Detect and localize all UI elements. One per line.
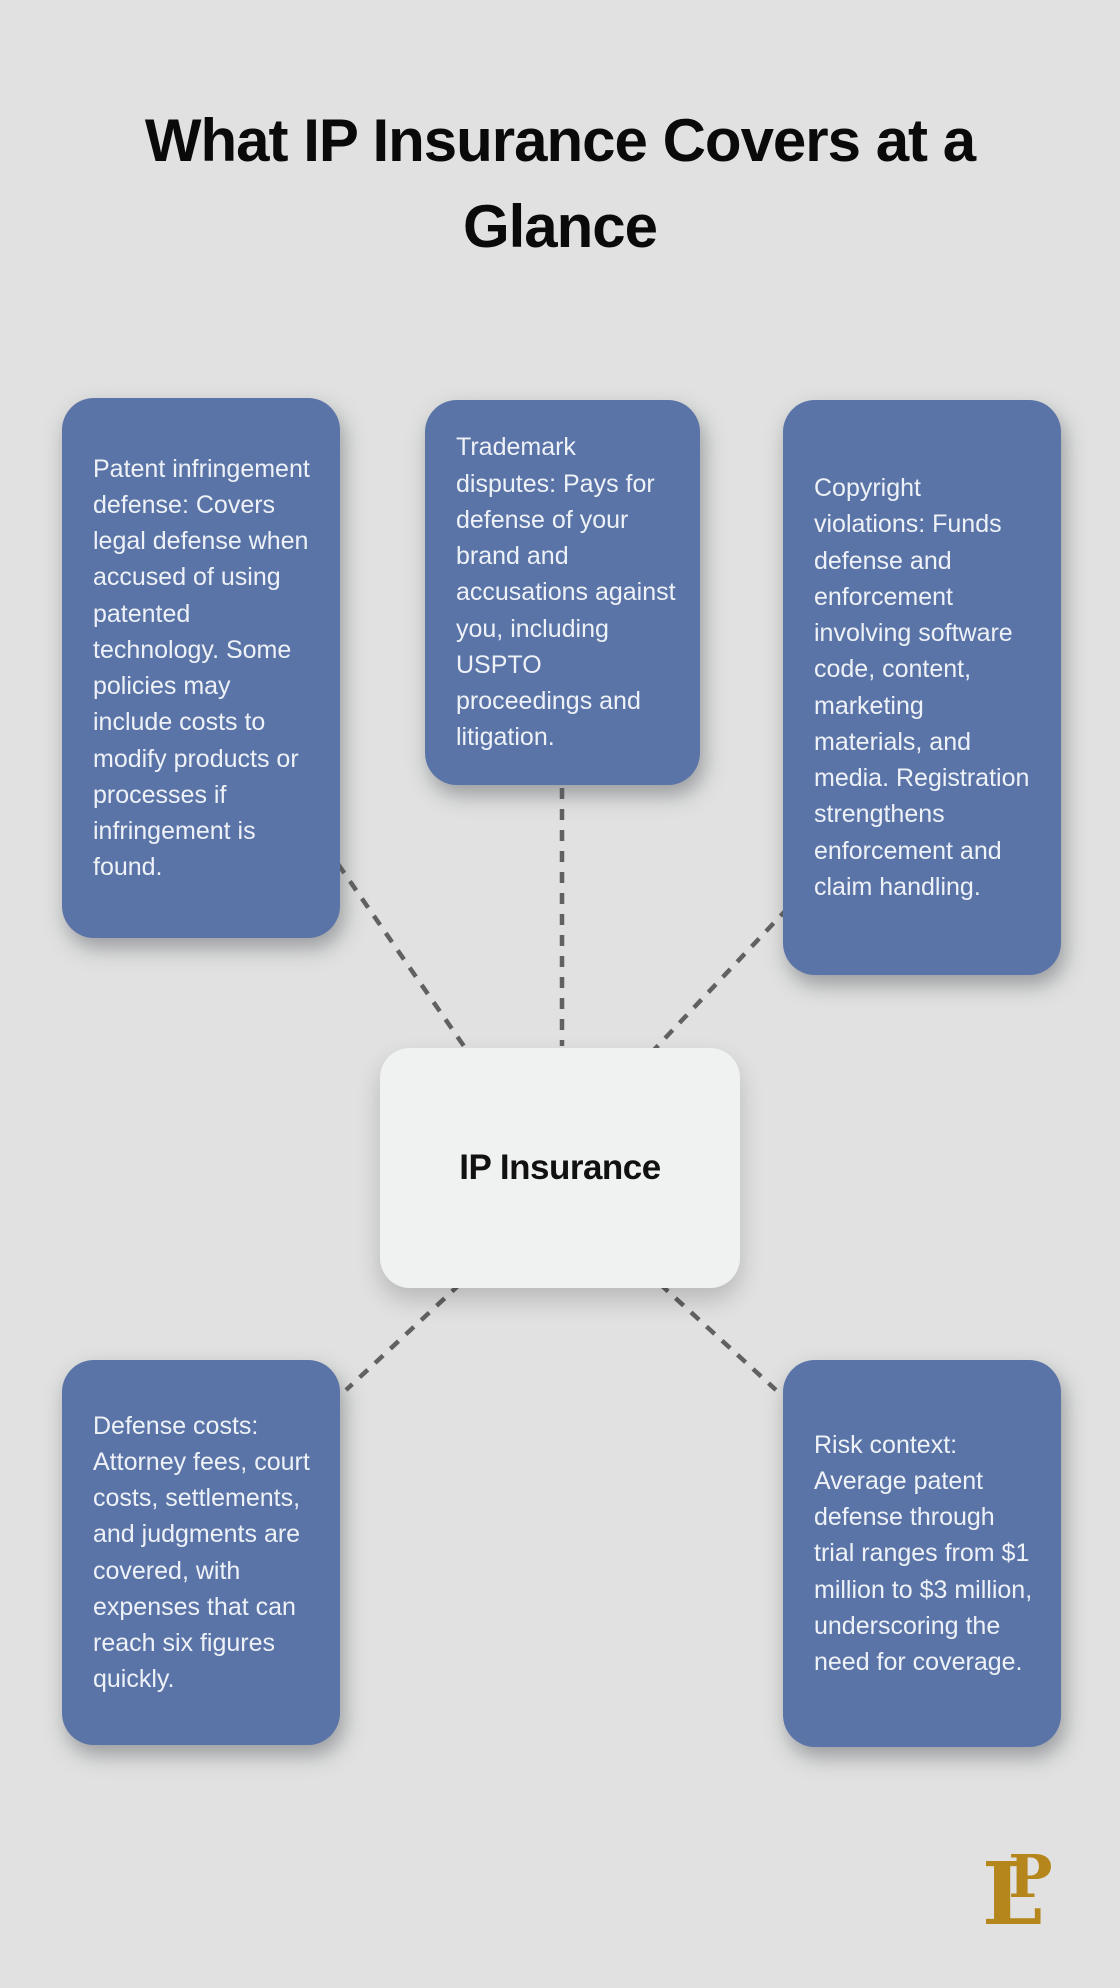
node-text-trademark-disputes: Trademark disputes: Pays for defense of … <box>456 433 676 752</box>
lp-monogram-icon: P L <box>982 1842 1052 1945</box>
node-text-patent-infringement-defense: Patent infringement defense: Covers lega… <box>93 454 310 882</box>
node-copyright-violations: Copyright violations: Funds defense and … <box>783 400 1061 975</box>
logo-letter-l: L <box>982 1844 1042 1945</box>
brand-logo: P L <box>982 1842 1064 1945</box>
connector-copyright-to-center <box>650 906 790 1054</box>
node-patent-infringement-defense: Patent infringement defense: Covers lega… <box>62 398 340 938</box>
node-risk-context: Risk context: Average patent defense thr… <box>783 1360 1061 1747</box>
logo-letter-p: P <box>1008 1842 1052 1911</box>
connector-center-to-risk-context <box>658 1282 778 1392</box>
connector-patent-to-center <box>336 862 470 1054</box>
node-text-copyright-violations: Copyright violations: Funds defense and … <box>814 474 1030 901</box>
center-node-label: IP Insurance <box>459 1148 661 1187</box>
center-node: IP Insurance <box>380 1048 740 1288</box>
connector-center-to-defense-costs <box>344 1282 462 1392</box>
page-title: What IP Insurance Covers at a Glance <box>144 107 976 260</box>
node-text-risk-context: Risk context: Average patent defense thr… <box>814 1430 1033 1677</box>
node-text-defense-costs: Defense costs: Attorney fees, court cost… <box>93 1411 310 1694</box>
node-trademark-disputes: Trademark disputes: Pays for defense of … <box>425 400 700 785</box>
node-defense-costs: Defense costs: Attorney fees, court cost… <box>62 1360 340 1745</box>
